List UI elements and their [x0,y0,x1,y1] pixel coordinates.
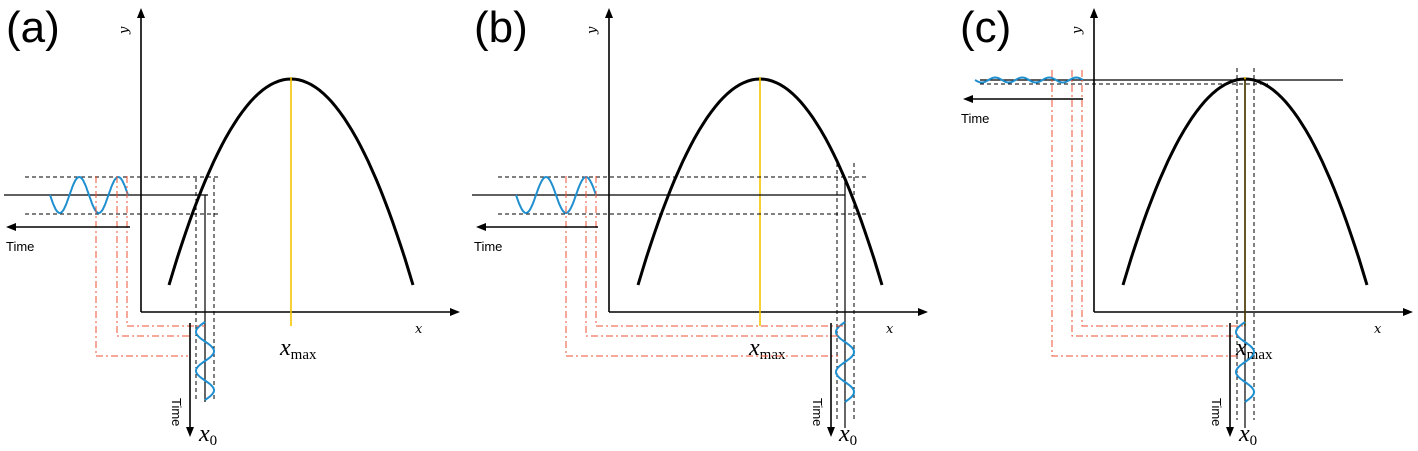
panel-b: (b) y x xmax Time Time x0 [472,3,928,449]
input-time-arrowhead [827,427,835,437]
routing-path-middle [116,176,192,337]
x0-label: x0 [198,421,217,449]
output-time-label: Time [6,239,34,254]
x0-label: x0 [838,421,857,449]
output-time-arrowhead [476,223,486,231]
routing-path-outer [1051,70,1237,357]
panel-c-label: (c) [960,3,1011,52]
x-axis-label: x [886,322,894,337]
input-time-label: Time [810,398,825,426]
panel-c: (c) y x xmax Time Time x0 [960,3,1413,449]
input-time-label: Time [1209,398,1224,426]
input-time-arrowhead [186,427,194,437]
routing-path-middle [585,176,838,337]
y-axis-label: y [117,26,132,35]
output-time-label: Time [474,239,502,254]
routing-path-inner [126,176,205,327]
xmax-label: xmax [748,335,786,363]
xmax-label: xmax [279,335,317,363]
output-waveform [974,76,1084,84]
panel-a: (a) y x xmax Time Time x0 [4,3,460,449]
y-axis-arrowhead [1090,8,1098,18]
input-waveform [1234,321,1256,403]
routing-path-inner [1081,70,1245,327]
panel-a-label: (a) [6,3,60,52]
x-axis-arrowhead [1403,308,1413,316]
output-time-label: Time [961,111,989,126]
output-time-arrowhead [6,223,16,231]
input-time-arrowhead [1226,427,1234,437]
panel-b-label: (b) [474,3,528,52]
y-axis-arrowhead [137,8,145,18]
y-axis-label: y [1070,26,1085,35]
output-waveform [515,175,597,215]
y-axis-label: y [585,26,600,35]
output-waveform [49,175,129,215]
routing-path-outer [565,176,838,357]
x-axis-label: x [415,322,423,337]
routing-path-middle [1071,70,1237,337]
y-axis-arrowhead [605,8,613,18]
output-time-arrowhead [963,95,973,103]
x-axis-label: x [1374,322,1382,337]
input-time-label: Time [169,398,184,426]
input-waveform [194,321,216,401]
routing-path-outer [95,176,188,357]
x-axis-arrowhead [918,308,928,316]
x0-label: x0 [1238,421,1257,449]
x-axis-arrowhead [450,308,460,316]
input-waveform [834,321,856,403]
routing-path-inner [595,176,845,327]
